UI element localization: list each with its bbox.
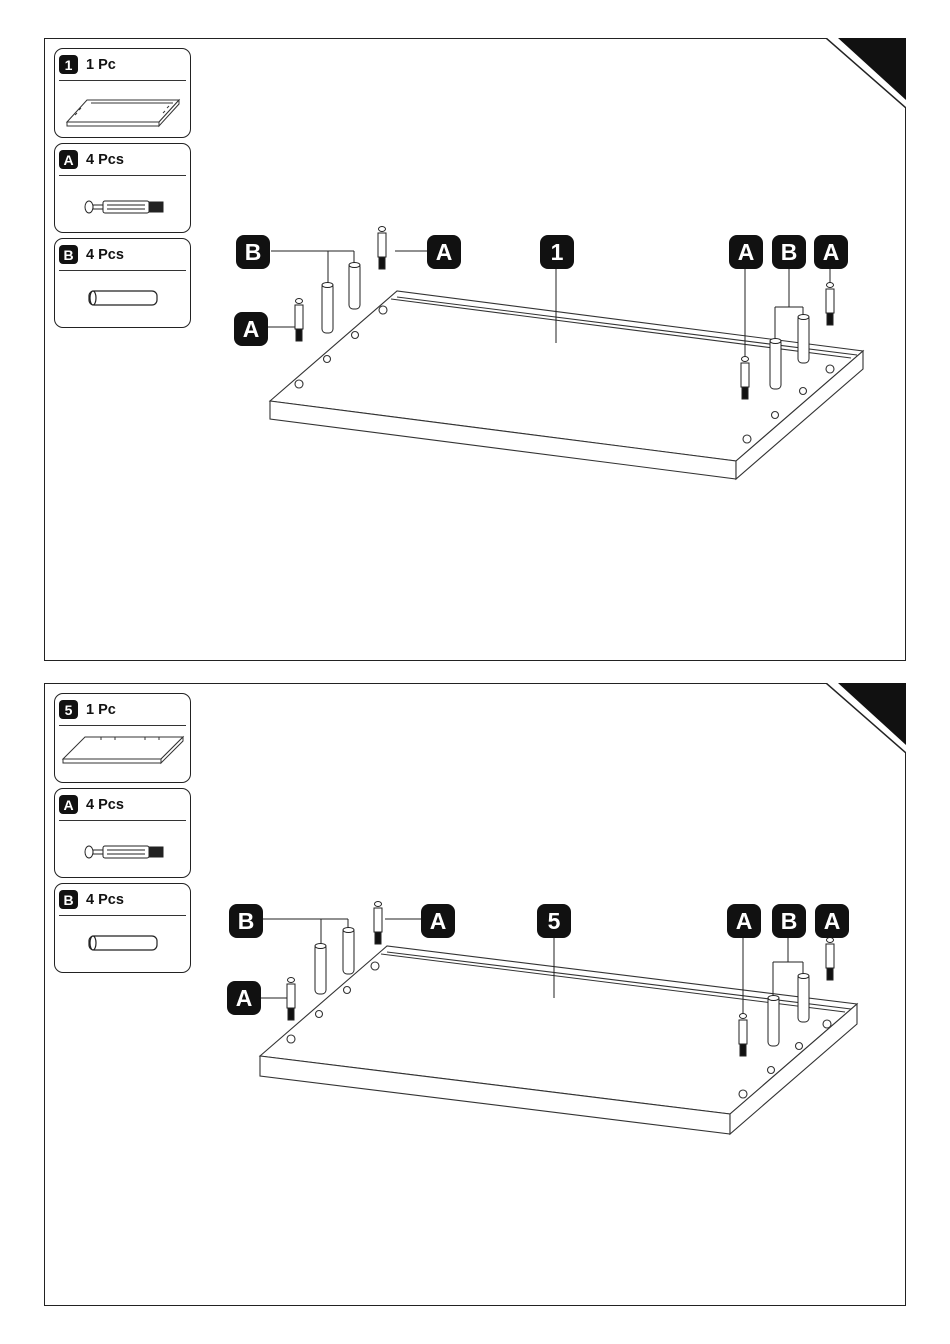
dowel-callout-right: B	[772, 235, 806, 269]
dowel-callout-right: B	[772, 904, 806, 938]
panel-number-callout: 1	[540, 235, 574, 269]
cam-callout-far-right: A	[815, 904, 849, 938]
cam-callout-far-right: A	[814, 235, 848, 269]
cam-callout-left: A	[234, 312, 268, 346]
cam-callout-left: A	[227, 981, 261, 1015]
cam-callout-right: A	[729, 235, 763, 269]
cam-callout-right: A	[727, 904, 761, 938]
panel-number-callout: 5	[537, 904, 571, 938]
cam-callout-top-left: A	[421, 904, 455, 938]
dowel-callout-left: B	[236, 235, 270, 269]
panel-assembly-diagram	[45, 39, 905, 659]
cam-callout-top-left: A	[427, 235, 461, 269]
dowel-callout-left: B	[229, 904, 263, 938]
panel-assembly-diagram	[45, 684, 905, 1304]
